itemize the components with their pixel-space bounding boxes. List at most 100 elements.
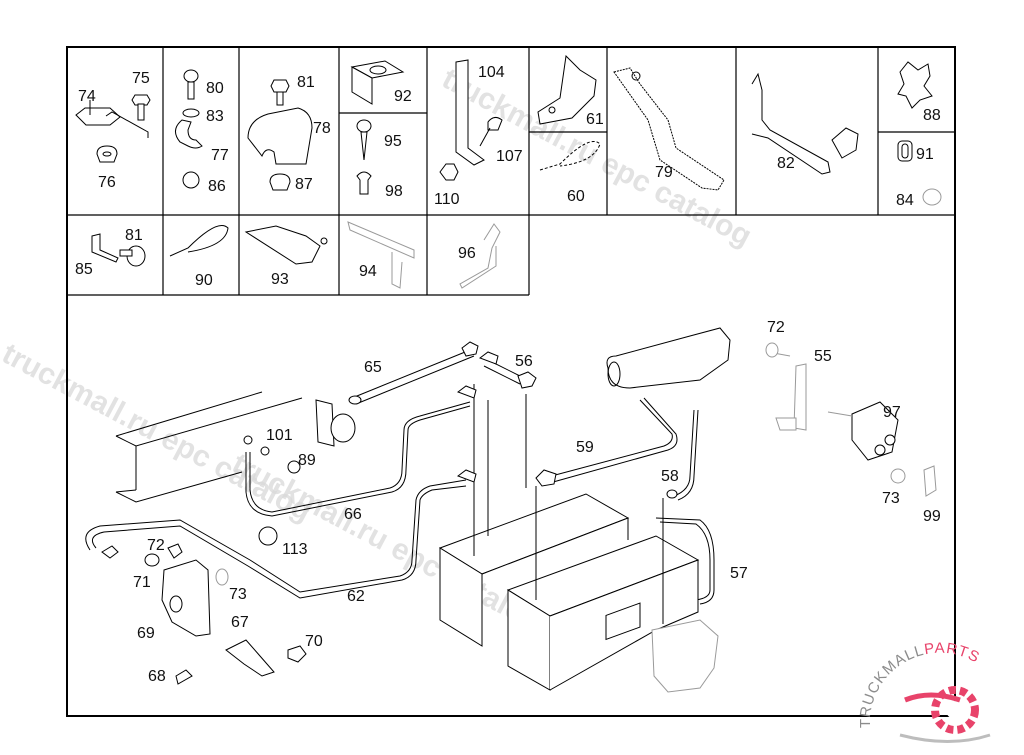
callout-65: 65 xyxy=(364,359,382,376)
callout-73: 73 xyxy=(882,490,900,507)
callout-56: 56 xyxy=(515,353,533,370)
callout-59: 59 xyxy=(576,439,594,456)
part-cell-80-83-77-86[interactable]: 80 83 77 86 xyxy=(175,69,229,195)
callout-60: 60 xyxy=(567,188,585,205)
part-94-icon xyxy=(347,221,415,259)
starter-motor xyxy=(606,327,731,389)
part-88-icon xyxy=(897,61,933,109)
bracket-55 xyxy=(793,363,807,431)
callout-77: 77 xyxy=(211,147,229,164)
part-cell-104-107-110[interactable]: 104 107 110 xyxy=(434,59,523,208)
callout-79: 79 xyxy=(655,164,673,181)
callout-66: 66 xyxy=(344,506,362,523)
callout-98: 98 xyxy=(385,183,403,200)
gear-icon xyxy=(931,686,979,734)
callout-91: 91 xyxy=(916,146,934,163)
callout-55: 55 xyxy=(814,348,832,365)
part-cell-95-98[interactable]: 95 98 xyxy=(356,119,403,200)
part-85-icon xyxy=(91,233,119,263)
part-cell-96[interactable]: 96 xyxy=(458,223,501,289)
callout-110: 110 xyxy=(434,191,460,208)
clip-68 xyxy=(175,669,193,685)
part-86-icon xyxy=(182,171,200,189)
callout-76: 76 xyxy=(98,174,116,191)
cable-57 xyxy=(655,517,715,605)
svg-text:TRUCKMALLPARTS: TRUCKMALLPARTS xyxy=(857,640,983,728)
part-cell-91-84[interactable]: 91 84 xyxy=(896,140,942,209)
bolt-70 xyxy=(287,645,307,663)
part-81-icon xyxy=(270,79,290,93)
callout-57: 57 xyxy=(730,565,748,582)
callout-85: 85 xyxy=(75,261,93,278)
cable-62 xyxy=(85,479,467,593)
callout-92: 92 xyxy=(394,88,412,105)
cable-59 xyxy=(543,397,678,485)
part-67-icon xyxy=(225,639,275,677)
callout-58: 58 xyxy=(661,468,679,485)
callout-72: 72 xyxy=(767,319,785,336)
callout-81: 81 xyxy=(125,227,143,244)
part-87-icon xyxy=(269,173,291,191)
callout-68: 68 xyxy=(148,668,166,685)
callout-81: 81 xyxy=(297,74,315,91)
part-84-icon xyxy=(922,188,942,206)
callout-104: 104 xyxy=(478,64,505,81)
part-93-icon xyxy=(244,225,321,265)
callout-94: 94 xyxy=(359,263,377,280)
callout-97: 97 xyxy=(883,404,901,421)
diagram-frame xyxy=(66,46,956,717)
callout-84: 84 xyxy=(896,192,914,209)
part-cell-61[interactable]: 61 xyxy=(537,54,604,128)
callout-75: 75 xyxy=(132,70,150,87)
grommet-113 xyxy=(258,526,278,546)
part-83-icon xyxy=(182,108,200,118)
part-107-icon xyxy=(487,116,503,131)
callout-70: 70 xyxy=(305,633,323,650)
battery-switch xyxy=(651,619,719,693)
frame-rail xyxy=(115,391,263,437)
parts-grid xyxy=(67,47,955,296)
part-cell-81-78-87[interactable]: 81 78 87 xyxy=(247,74,331,193)
part-cell-82[interactable]: 82 xyxy=(751,72,859,175)
part-cell-79[interactable]: 79 xyxy=(613,67,725,191)
part-75-icon xyxy=(131,94,151,106)
part-cell-92[interactable]: 92 xyxy=(350,60,412,105)
callout-99: 99 xyxy=(923,508,941,525)
part-76-icon xyxy=(96,145,118,163)
callout-87: 87 xyxy=(295,176,313,193)
part-78-icon xyxy=(247,107,313,165)
callout-72b: 72 xyxy=(147,537,165,554)
part-77-icon xyxy=(175,119,203,149)
part-90-icon xyxy=(169,225,229,257)
callout-107: 107 xyxy=(496,148,523,165)
svg-text:truckmall.ru epc catalog: truckmall.ru epc catalog xyxy=(437,62,757,253)
part-cell-94[interactable]: 94 xyxy=(347,221,415,289)
callout-96: 96 xyxy=(458,245,476,262)
callout-69: 69 xyxy=(137,625,155,642)
part-98-icon xyxy=(356,171,372,195)
truckmall-parts-logo: TRUCKMALLPARTS xyxy=(857,640,991,743)
part-91-icon xyxy=(897,140,913,162)
callout-86: 86 xyxy=(208,178,226,195)
part-cell-81-85[interactable]: 81 85 xyxy=(75,227,146,278)
callout-74: 74 xyxy=(78,88,96,105)
part-cell-74-75-76[interactable]: 74 75 76 xyxy=(75,70,151,191)
part-cell-90[interactable]: 90 xyxy=(169,225,229,290)
part-74-icon xyxy=(75,107,121,126)
logo-text-accent: PARTS xyxy=(923,640,982,667)
callout-101: 101 xyxy=(266,427,293,444)
plate-69 xyxy=(161,559,211,637)
part-80-icon xyxy=(183,69,199,83)
callout-113: 113 xyxy=(282,541,308,558)
callout-80: 80 xyxy=(206,80,224,97)
callout-90: 90 xyxy=(195,272,213,289)
part-96-icon xyxy=(459,223,501,289)
callout-95: 95 xyxy=(384,133,402,150)
part-cell-88[interactable]: 88 xyxy=(897,61,941,124)
callout-93: 93 xyxy=(271,271,289,288)
part-cell-93[interactable]: 93 xyxy=(244,225,328,288)
callout-82: 82 xyxy=(777,155,795,172)
part-cell-60[interactable]: 60 xyxy=(539,141,601,206)
part-79-icon xyxy=(613,67,725,191)
